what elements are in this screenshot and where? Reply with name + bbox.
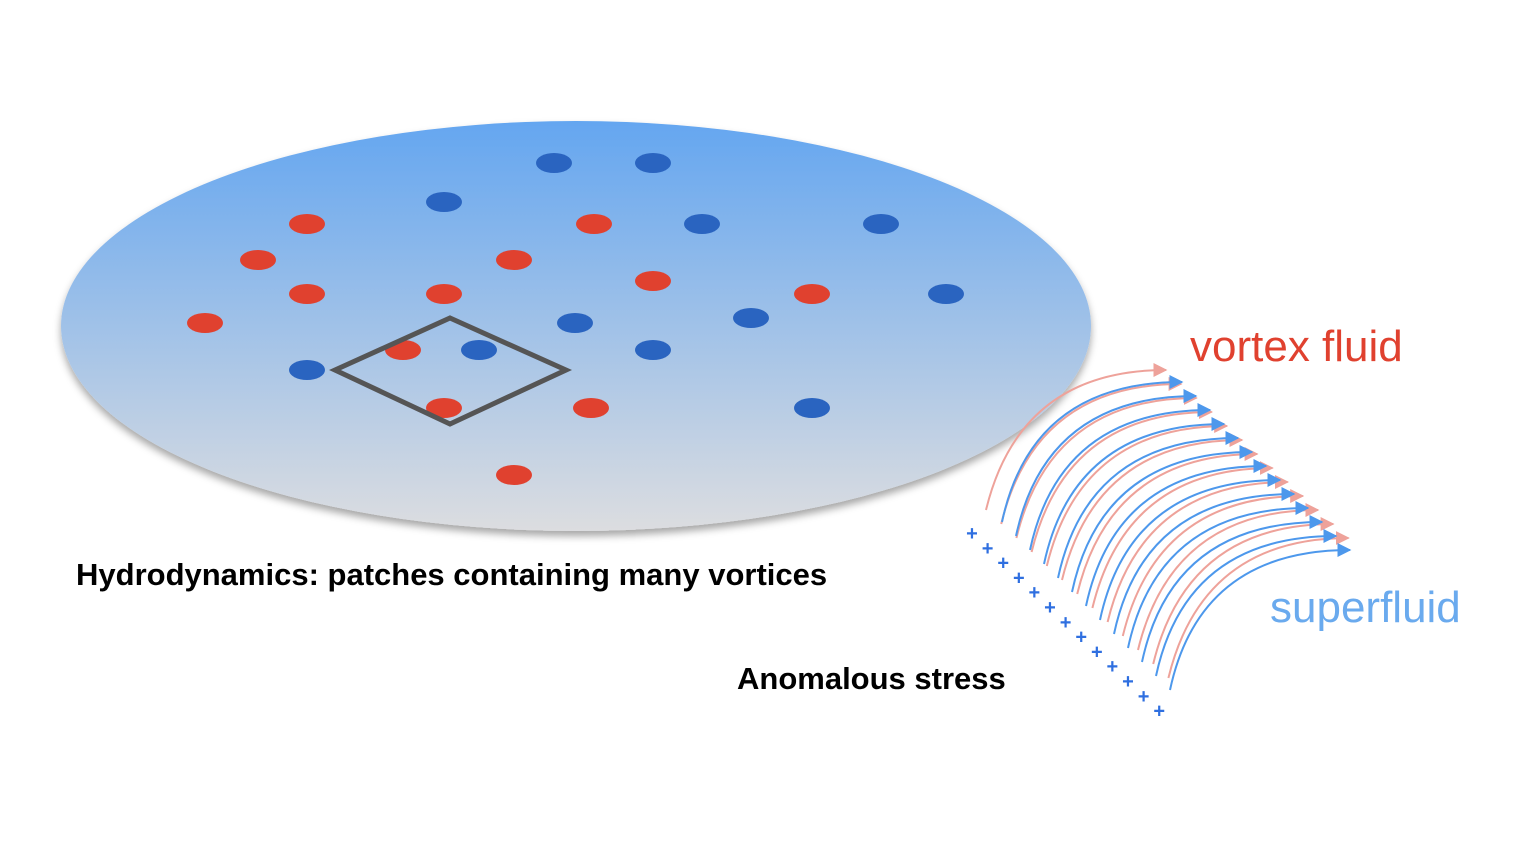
- blue-vortex: [733, 308, 769, 328]
- hydrodynamic-patch-outline: [329, 315, 573, 427]
- superfluid-flow-line: [1015, 389, 1198, 537]
- vortex-fluid-flow-line: [1167, 531, 1350, 679]
- stress-plus-marker: +: [1029, 582, 1041, 604]
- vortex-fluid-flow-line: [1106, 475, 1289, 623]
- vortex-fluid-flow-line: [1137, 503, 1320, 651]
- hydrodynamics-caption: Hydrodynamics: patches containing many v…: [76, 557, 828, 592]
- vortex-fluid-flow-line: [1045, 419, 1229, 567]
- vortex-fluid-flow-line: [985, 363, 1168, 511]
- stress-plus-marker: +: [1060, 612, 1072, 634]
- superfluid-flow-line: [1169, 543, 1352, 691]
- red-vortex: [794, 284, 830, 304]
- superfluid-flow-line: [1043, 417, 1226, 565]
- red-vortex: [240, 250, 276, 270]
- blue-vortex: [426, 192, 462, 212]
- blue-vortex: [635, 153, 671, 173]
- stress-plus-marker: +: [1122, 671, 1134, 693]
- superfluid-flow-line: [1071, 445, 1254, 593]
- stress-plus-marker: +: [1091, 641, 1103, 663]
- superfluid-flow-line: [1155, 529, 1338, 677]
- stress-plus-marker: +: [1153, 701, 1165, 723]
- vortex-fluid-flow-line: [1121, 489, 1305, 637]
- stress-plus-marker: +: [1013, 567, 1025, 589]
- superfluid-flow-line: [1001, 375, 1184, 523]
- vortex-fluid-label: vortex fluid: [1190, 322, 1403, 371]
- vortex-fluid-flow-line: [1015, 391, 1198, 539]
- blue-vortex: [684, 214, 720, 234]
- superfluid-flow-line: [1127, 501, 1310, 649]
- blue-vortex: [557, 313, 593, 333]
- stress-plus-marker: +: [1138, 686, 1150, 708]
- stress-plus-marker: +: [1075, 627, 1087, 649]
- red-vortex: [289, 214, 325, 234]
- blue-vortex: [461, 340, 497, 360]
- red-vortex: [426, 398, 462, 418]
- stress-plus-marker: +: [1107, 656, 1119, 678]
- superfluid-flow-line: [1099, 473, 1282, 621]
- red-vortex: [289, 284, 325, 304]
- red-vortex: [426, 284, 462, 304]
- blue-vortex: [928, 284, 964, 304]
- superfluid-flow-line: [1057, 431, 1240, 579]
- stress-plus-marker: +: [982, 538, 994, 560]
- red-vortex: [635, 271, 671, 291]
- vortex-fluid-flow-line: [1091, 461, 1274, 609]
- vortex-fluid-flow-line: [1076, 447, 1259, 595]
- vortex-fluid-flow-line: [1152, 517, 1335, 665]
- vortex-layer: [187, 153, 964, 485]
- anomalous-stress-caption: Anomalous stress: [737, 661, 1006, 696]
- blue-vortex: [536, 153, 572, 173]
- blue-vortex: [289, 360, 325, 380]
- superfluid-flow-line: [1113, 487, 1296, 635]
- stress-plus-marker: +: [997, 553, 1009, 575]
- red-vortex: [576, 214, 612, 234]
- superfluid-flow-line: [1029, 403, 1212, 551]
- stress-plus-marker: +: [1044, 597, 1056, 619]
- superfluid-label: superfluid: [1270, 583, 1461, 632]
- stress-markers-layer: +++++++++++++: [966, 523, 1165, 723]
- red-vortex: [187, 313, 223, 333]
- superfluid-flow-line: [1085, 459, 1268, 607]
- flow-lines-layer: [985, 363, 1352, 691]
- superfluid-flow-line: [1141, 515, 1324, 663]
- vortex-fluid-flow-line: [1061, 433, 1244, 581]
- blue-vortex: [863, 214, 899, 234]
- stress-plus-marker: +: [966, 523, 978, 545]
- blue-vortex: [794, 398, 830, 418]
- red-vortex: [573, 398, 609, 418]
- vortex-fluid-flow-line: [1030, 405, 1213, 553]
- red-vortex: [496, 250, 532, 270]
- blue-vortex: [635, 340, 671, 360]
- red-vortex: [496, 465, 532, 485]
